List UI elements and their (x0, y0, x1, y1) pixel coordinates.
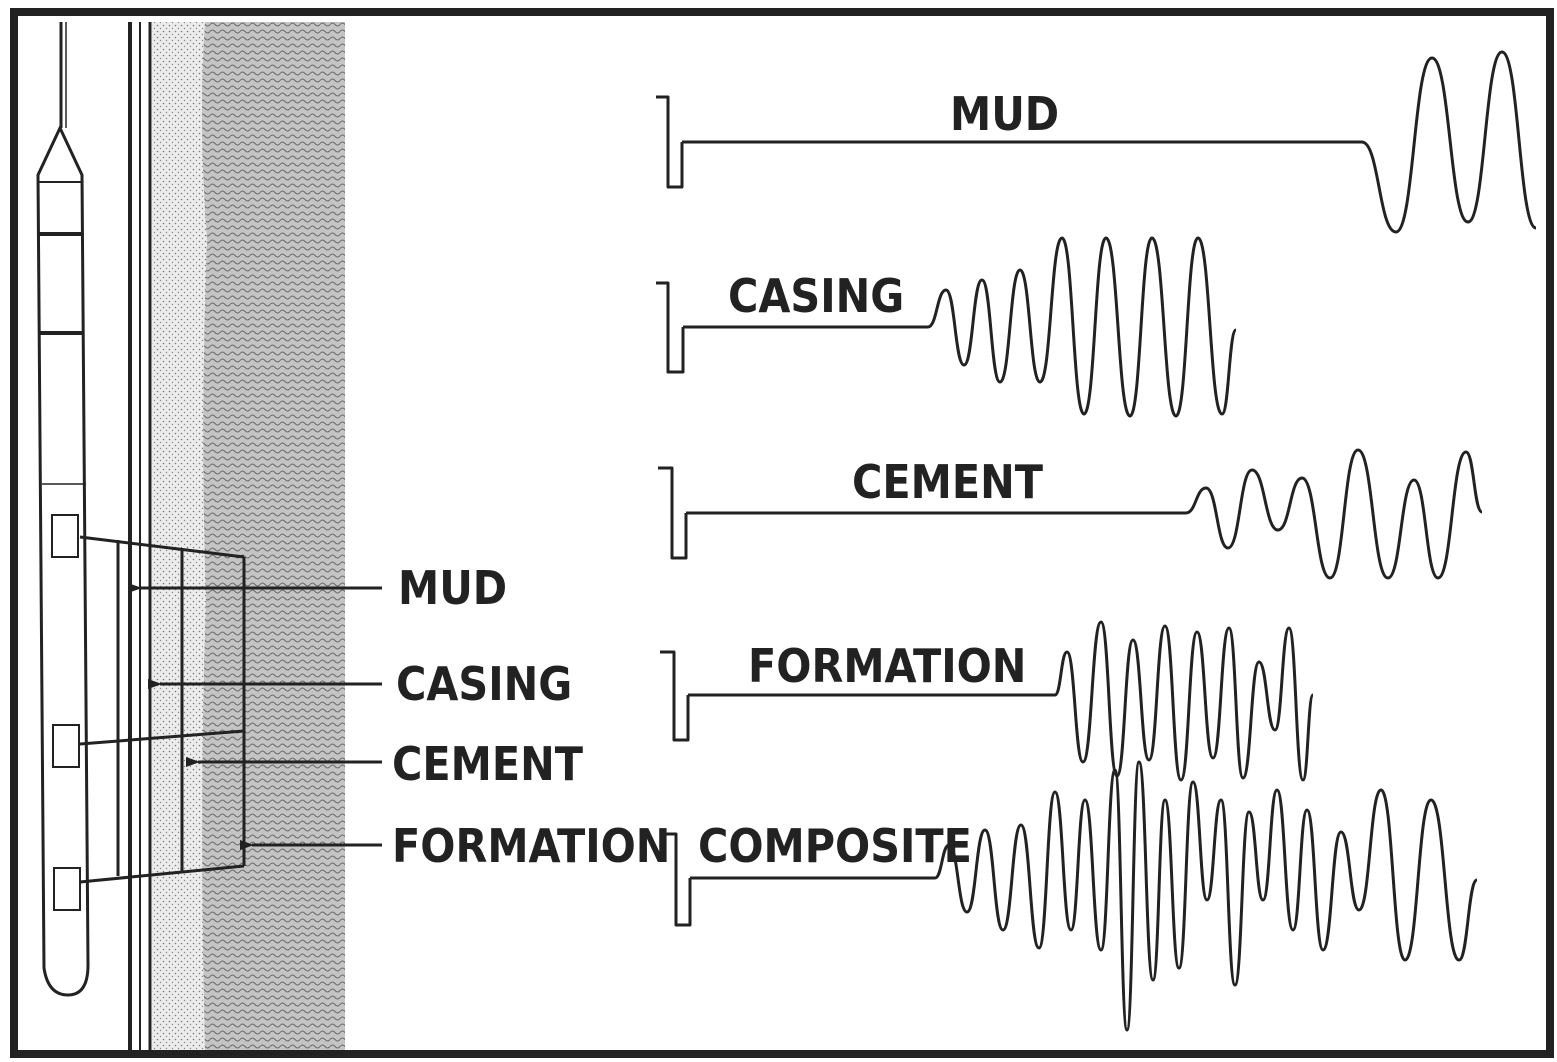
ray-bottom (79, 864, 245, 884)
composite-waveform (690, 760, 1479, 1032)
borehole-section (128, 22, 345, 1050)
ray-top (79, 535, 245, 559)
waveform-label-composite: COMPOSITE (698, 819, 972, 873)
waveform-label-cement: CEMENT (852, 455, 1044, 509)
ray-middle (79, 729, 245, 746)
transmitter-box (51, 514, 79, 558)
pointer-arrows (128, 583, 382, 850)
formation-layer (200, 22, 345, 1050)
ray-paths (79, 535, 246, 884)
receiver-box-far (53, 867, 81, 911)
waveform-label-mud: MUD (950, 87, 1059, 141)
formation-trigger-mark (660, 650, 690, 742)
label-cement: CEMENT (392, 737, 584, 791)
label-formation: FORMATION (392, 819, 670, 873)
casing-waveform (683, 236, 1238, 418)
label-casing: CASING (396, 657, 572, 711)
cement-layer (152, 22, 207, 1050)
composite-trigger-mark (662, 832, 692, 927)
formation-waveform (688, 620, 1315, 782)
cement-waveform (686, 448, 1484, 580)
receiver-box-near (52, 724, 80, 768)
waveform-label-formation: FORMATION (748, 639, 1026, 693)
casing-trigger-mark (656, 281, 685, 374)
waveform-label-casing: CASING (728, 269, 904, 323)
tool-body (36, 124, 90, 997)
waveform-labels: MUD CASING CEMENT FORMATION COMPOSITE (698, 87, 1059, 873)
left-labels: MUD CASING CEMENT FORMATION (392, 561, 670, 873)
mud-waveform (682, 50, 1537, 234)
waveform-traces (656, 50, 1537, 1032)
cement-trigger-mark (658, 466, 688, 560)
label-mud: MUD (398, 561, 507, 615)
mud-trigger-mark (656, 95, 684, 189)
logging-tool (36, 22, 90, 997)
